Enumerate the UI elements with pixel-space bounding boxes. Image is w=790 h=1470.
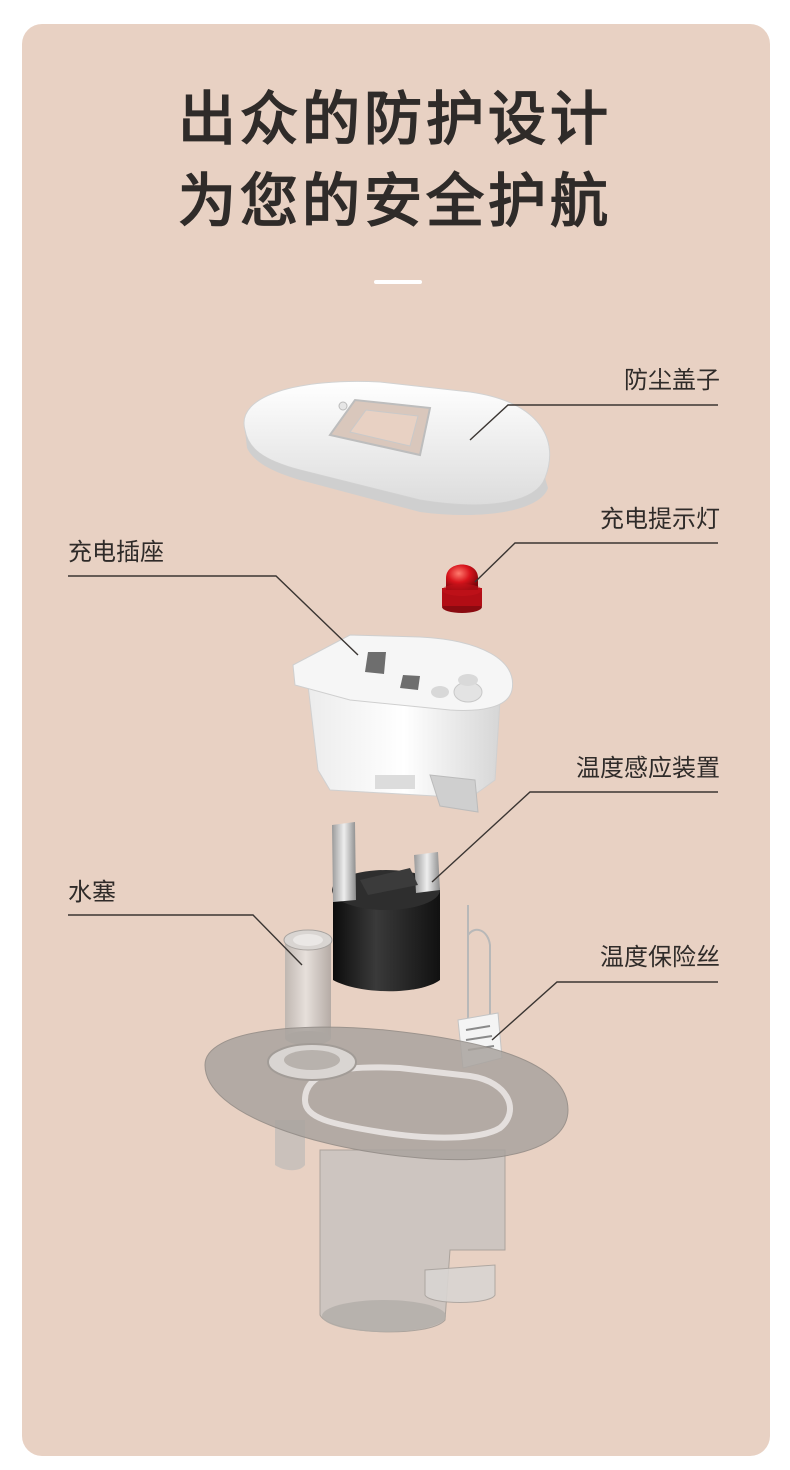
leader-charging-socket xyxy=(68,575,359,656)
leader-dust-cover xyxy=(469,404,718,441)
callout-water-plug: 水塞 xyxy=(68,878,116,906)
leader-water-plug xyxy=(68,914,303,966)
charging-socket-part xyxy=(292,634,514,813)
page-title-line2: 为您的安全护航 xyxy=(177,167,612,235)
callout-thermal-fuse: 温度保险丝 xyxy=(600,943,720,971)
callout-dust-cover: 防尘盖子 xyxy=(624,366,720,394)
page-title-line1: 出众的防护设计 xyxy=(177,85,612,153)
leader-temperature-sensor xyxy=(431,791,718,883)
callout-charging-light: 充电提示灯 xyxy=(600,505,720,533)
dust-cover-part xyxy=(243,380,551,515)
housing-part xyxy=(204,1026,569,1333)
title-divider xyxy=(374,280,422,284)
temperature-sensor-part xyxy=(332,822,440,992)
callout-charging-socket: 充电插座 xyxy=(68,538,164,566)
leader-lines xyxy=(68,404,718,1041)
leader-thermal-fuse xyxy=(491,981,718,1041)
leader-charging-light xyxy=(474,542,718,583)
callout-temperature-sensor: 温度感应装置 xyxy=(576,754,720,782)
charging-light-part xyxy=(442,564,482,613)
